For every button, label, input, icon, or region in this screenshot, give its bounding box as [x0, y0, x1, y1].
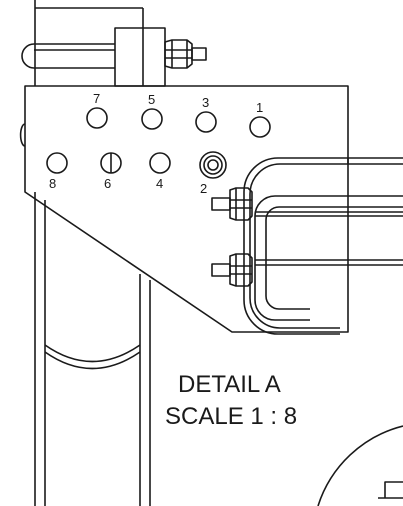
hole-label: 4: [156, 176, 163, 191]
cross-pipe: [255, 211, 403, 266]
hole-label: 8: [49, 176, 56, 191]
hole-label: 3: [202, 95, 209, 110]
u-bolt: [243, 157, 403, 335]
upper-post: [34, 0, 144, 86]
hole-label: 2: [200, 181, 207, 196]
hole-4: [149, 152, 171, 174]
hole-label: 5: [148, 92, 155, 107]
clamp-block: [114, 27, 166, 87]
detail-title: DETAIL A: [178, 371, 281, 398]
hole-label: 1: [256, 100, 263, 115]
hole-label: 7: [93, 91, 100, 106]
hole-1: [249, 116, 271, 138]
top-nut: [164, 39, 207, 69]
u-bolt-nut-upper: [211, 187, 253, 221]
hole-8: [46, 152, 68, 174]
left-lug: [19, 123, 26, 147]
hole-3: [195, 111, 217, 133]
adjacent-part: [378, 481, 403, 499]
top-rod: [21, 43, 115, 69]
hole-2-bolt: [199, 151, 227, 179]
lower-post: [34, 192, 151, 506]
adjacent-view-circle: [317, 425, 403, 506]
mounting-plate: [24, 85, 349, 333]
detail-scale: SCALE 1 : 8: [165, 403, 297, 430]
hole-labels: 7 5 3 1 8 6 4 2: [49, 91, 263, 196]
hole-5: [141, 108, 163, 130]
hole-label: 6: [104, 176, 111, 191]
hole-7: [86, 107, 108, 129]
hole-pattern: [46, 107, 271, 179]
u-bolt-nut-lower: [211, 253, 253, 287]
